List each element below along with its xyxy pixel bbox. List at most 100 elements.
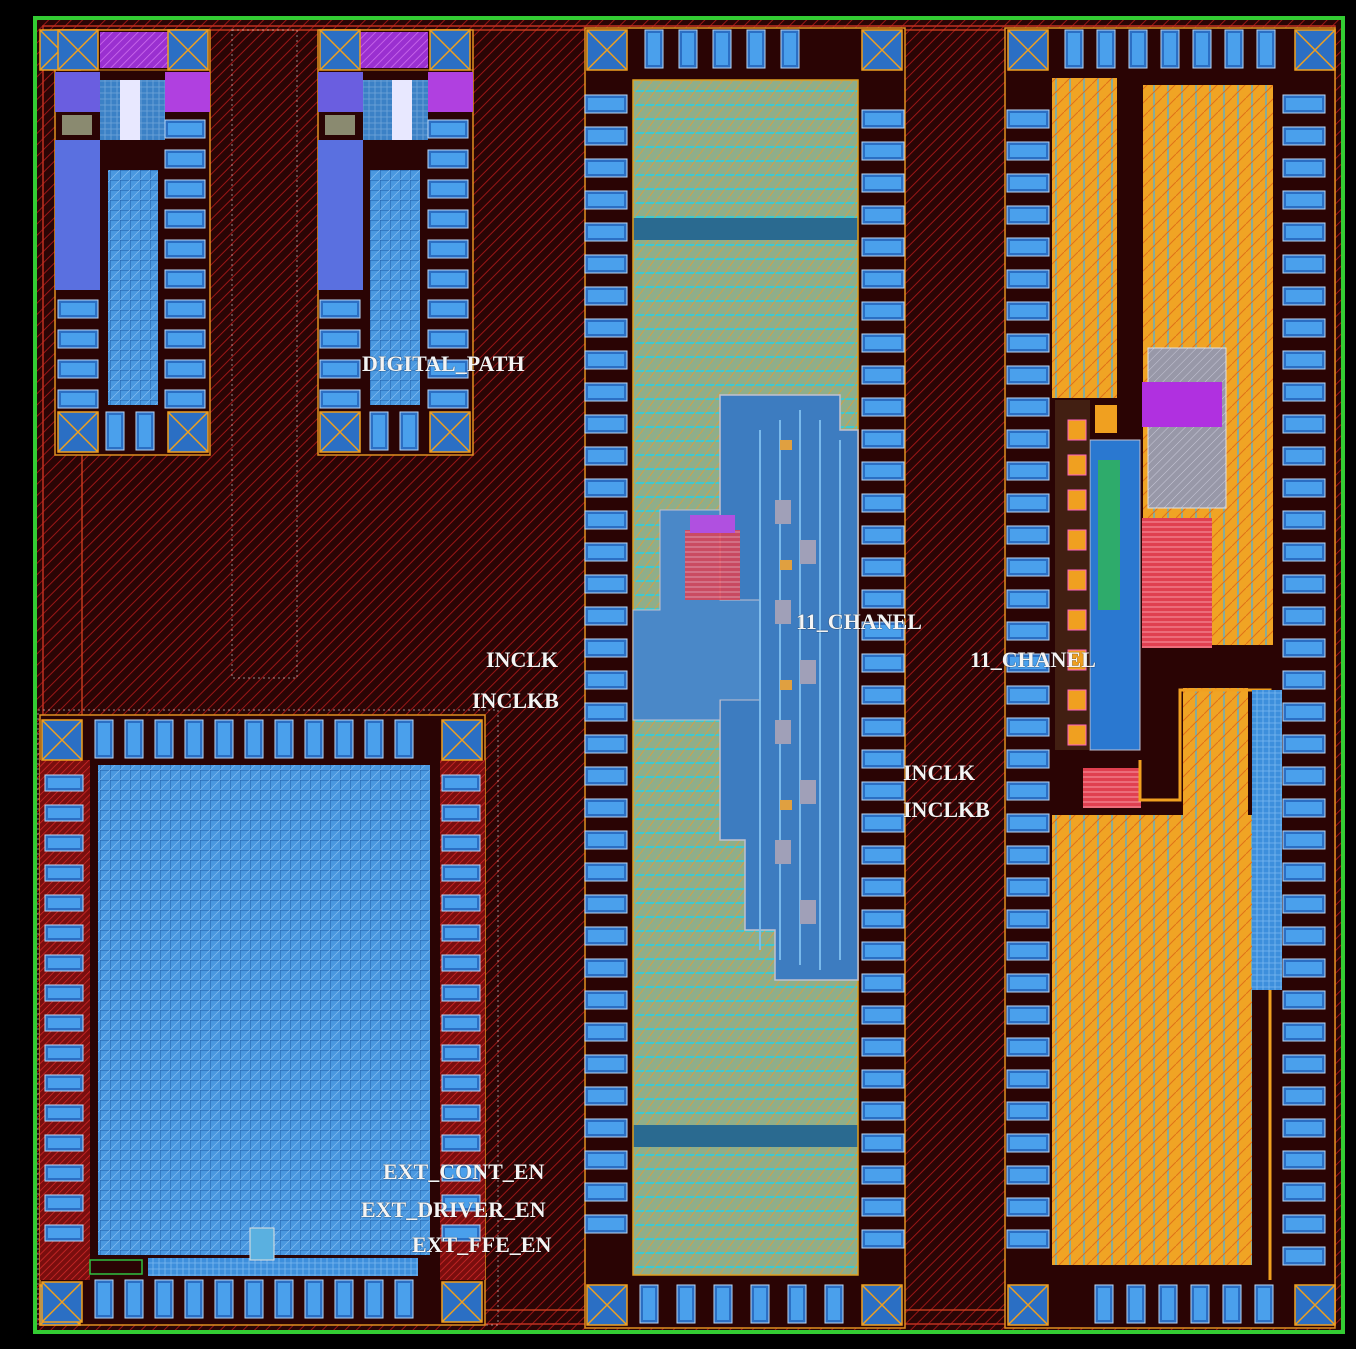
io-pad-core bbox=[128, 1283, 140, 1315]
io-pad-core bbox=[1286, 386, 1322, 398]
corner-pad-cross bbox=[41, 719, 83, 761]
io-pad-core bbox=[1286, 738, 1322, 750]
io-pad-core bbox=[1286, 1250, 1322, 1262]
io-pad-core bbox=[865, 1233, 901, 1245]
io-pad-core bbox=[1132, 33, 1144, 65]
io-pad-core bbox=[865, 241, 901, 253]
io-pad-core bbox=[1286, 1186, 1322, 1198]
io-pad-core bbox=[588, 898, 624, 910]
io-pad-core bbox=[865, 625, 901, 637]
io-pad-core bbox=[1010, 1073, 1046, 1085]
io-pad-core bbox=[1286, 226, 1322, 238]
io-pad-core bbox=[588, 322, 624, 334]
io-pad-core bbox=[1286, 610, 1322, 622]
io-pad-core bbox=[865, 753, 901, 765]
corner-pad-cross bbox=[319, 29, 361, 71]
io-pad-core bbox=[1010, 1105, 1046, 1117]
io-pad-core bbox=[1010, 593, 1046, 605]
io-pad-core bbox=[1258, 1288, 1270, 1320]
io-pad-core bbox=[445, 1198, 477, 1208]
io-pad-core bbox=[865, 1169, 901, 1181]
io-pad-core bbox=[588, 290, 624, 302]
io-pad-core bbox=[1010, 113, 1046, 125]
io-pad-core bbox=[865, 401, 901, 413]
io-pad-core bbox=[98, 1283, 110, 1315]
io-pad-core bbox=[61, 363, 95, 375]
io-pad-core bbox=[1010, 721, 1046, 733]
io-pad-core bbox=[1130, 1288, 1142, 1320]
io-pad-core bbox=[865, 1073, 901, 1085]
io-pad-core bbox=[48, 1228, 80, 1238]
io-pad-core bbox=[1068, 33, 1080, 65]
label-channel-center: 11_CHANEL bbox=[796, 609, 922, 634]
io-pad-core bbox=[338, 1283, 350, 1315]
io-pad-core bbox=[445, 1078, 477, 1088]
io-pad-core bbox=[431, 213, 465, 225]
io-pad-core bbox=[278, 723, 290, 755]
io-pad-core bbox=[643, 1288, 655, 1320]
io-pad-core bbox=[168, 213, 202, 225]
io-pad-core bbox=[865, 113, 901, 125]
io-pad-core bbox=[865, 497, 901, 509]
io-pad-core bbox=[828, 1288, 840, 1320]
io-pad-core bbox=[48, 1168, 80, 1178]
corner-pad-cross bbox=[41, 1281, 83, 1323]
corner-pad-cross bbox=[1294, 1284, 1336, 1326]
io-pad-core bbox=[323, 363, 357, 375]
io-pad-core bbox=[48, 1198, 80, 1208]
io-pad-core bbox=[1286, 546, 1322, 558]
io-pad-core bbox=[865, 721, 901, 733]
io-pad-core bbox=[865, 177, 901, 189]
label-ext-driver-en: EXT_DRIVER_EN bbox=[361, 1197, 546, 1222]
corner-pad-cross bbox=[319, 411, 361, 453]
io-pad-core bbox=[588, 1186, 624, 1198]
io-pad-core bbox=[445, 928, 477, 938]
io-pad-core bbox=[1010, 465, 1046, 477]
io-pad-core bbox=[1010, 945, 1046, 957]
io-pad-core bbox=[323, 303, 357, 315]
io-pad-core bbox=[588, 354, 624, 366]
io-pad-core bbox=[588, 930, 624, 942]
io-pad-core bbox=[1010, 561, 1046, 573]
io-pad-core bbox=[445, 1018, 477, 1028]
io-pad-core bbox=[865, 1105, 901, 1117]
io-pad-core bbox=[588, 194, 624, 206]
io-pad-core bbox=[1286, 98, 1322, 110]
corner-pad-cross bbox=[57, 29, 99, 71]
io-pad-core bbox=[1010, 401, 1046, 413]
io-pad-core bbox=[588, 98, 624, 110]
io-pad-core bbox=[1010, 1041, 1046, 1053]
io-pad-core bbox=[445, 1108, 477, 1118]
io-pad-core bbox=[1286, 354, 1322, 366]
io-pad-core bbox=[588, 994, 624, 1006]
io-pad-core bbox=[1010, 1009, 1046, 1021]
io-pad-core bbox=[865, 945, 901, 957]
io-pad-core bbox=[750, 33, 762, 65]
corner-pad-cross bbox=[57, 411, 99, 453]
io-pad-core bbox=[1286, 802, 1322, 814]
io-pad-core bbox=[445, 988, 477, 998]
io-pad-core bbox=[48, 778, 80, 788]
io-pad-core bbox=[588, 578, 624, 590]
io-pad-core bbox=[588, 1154, 624, 1166]
center-analog-block bbox=[584, 27, 906, 1329]
io-pad-core bbox=[48, 928, 80, 938]
io-pad-core bbox=[1286, 1090, 1322, 1102]
io-pad-core bbox=[1010, 209, 1046, 221]
io-pad-core bbox=[1010, 337, 1046, 349]
io-pad-core bbox=[48, 1108, 80, 1118]
corner-pad-cross bbox=[167, 29, 209, 71]
io-pad-core bbox=[248, 723, 260, 755]
io-pad-core bbox=[139, 415, 151, 447]
io-pad-core bbox=[431, 393, 465, 405]
io-pad-core bbox=[168, 123, 202, 135]
io-pad-core bbox=[588, 1058, 624, 1070]
io-pad-core bbox=[431, 153, 465, 165]
io-pad-core bbox=[445, 898, 477, 908]
io-pad-core bbox=[1286, 994, 1322, 1006]
io-pad-core bbox=[368, 723, 380, 755]
corner-pad-cross bbox=[1294, 29, 1336, 71]
io-pad-core bbox=[188, 1283, 200, 1315]
io-pad-core bbox=[398, 1283, 410, 1315]
